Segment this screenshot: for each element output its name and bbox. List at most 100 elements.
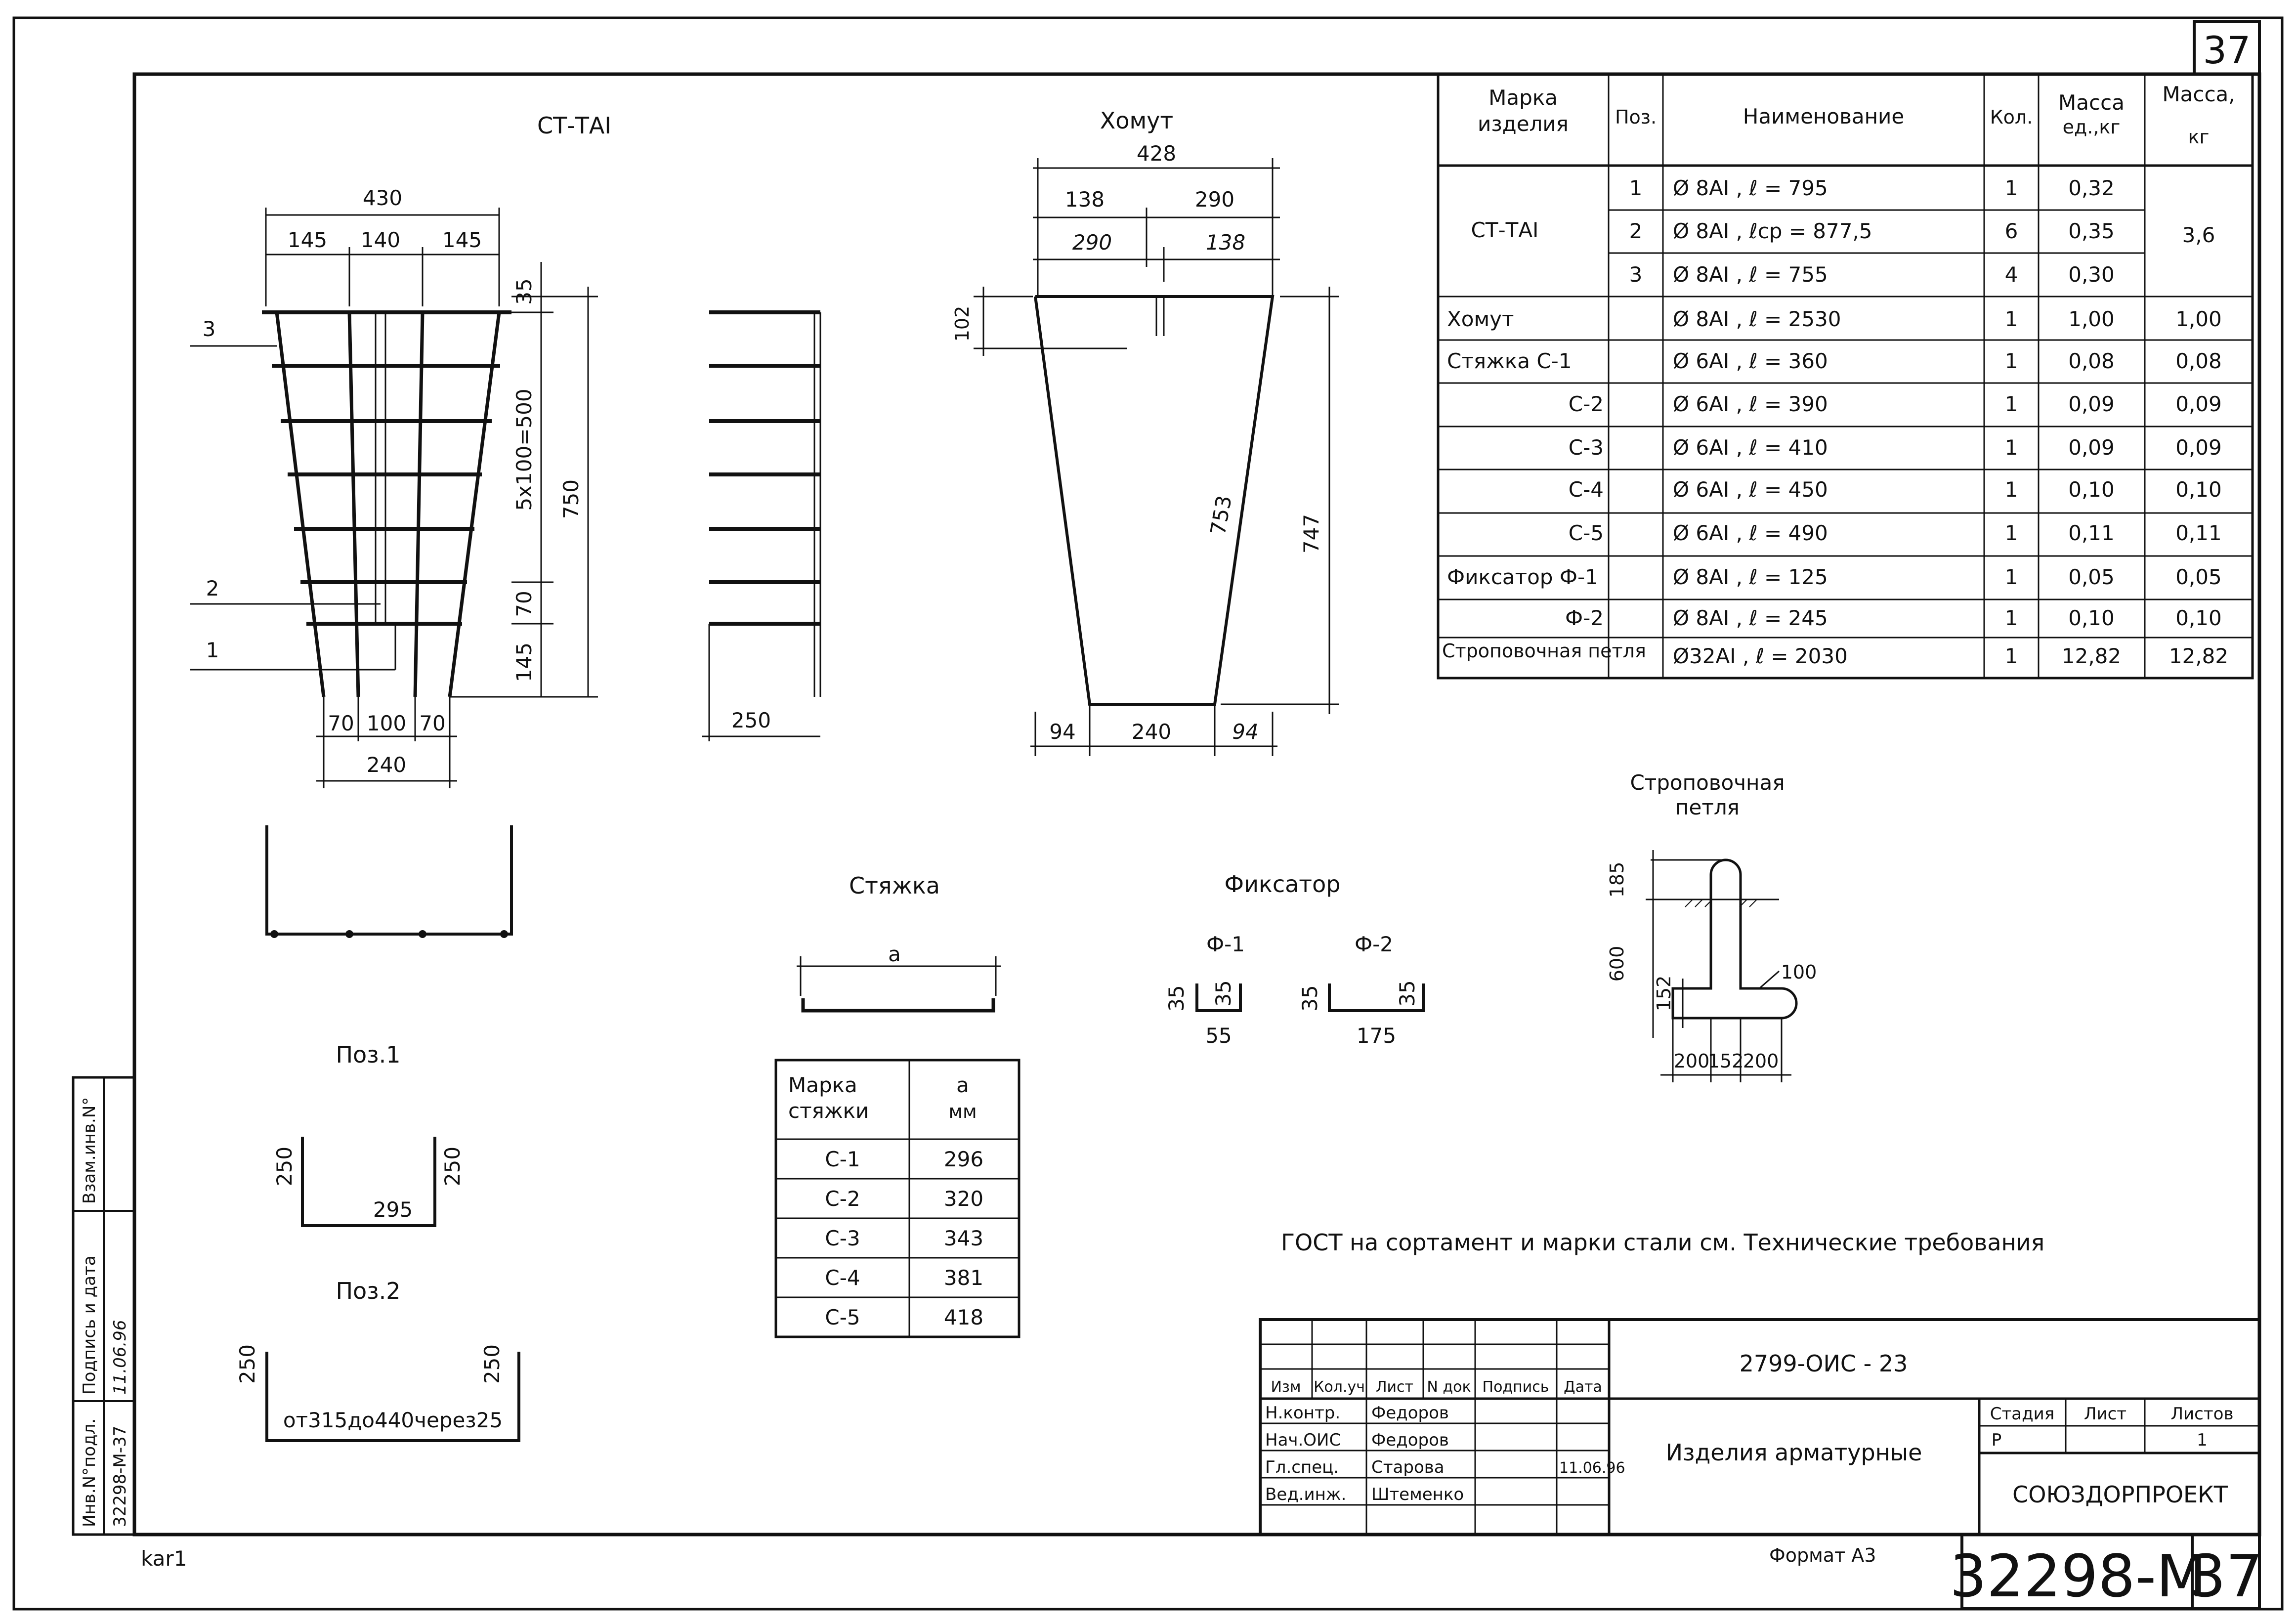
petlya-d200a: 200: [1674, 1050, 1710, 1072]
row-name: Ø 8АI , ℓср = 877,5: [1673, 219, 1872, 243]
f2-w: 175: [1357, 1024, 1396, 1048]
tb-name: Штеменко: [1371, 1485, 1464, 1504]
row-name: Ø 6АI , ℓ = 390: [1673, 392, 1828, 416]
row-mass-unit: 0,09: [2068, 435, 2115, 460]
side-dim-250: 250: [731, 708, 771, 732]
ct-dim-145b: 145: [442, 228, 482, 252]
row-name: Ø 8АI , ℓ = 125: [1673, 565, 1828, 589]
petlya-d200b: 200: [1743, 1050, 1779, 1072]
tb-header-col: Лист: [1376, 1378, 1413, 1396]
th-pos: Поз.: [1615, 106, 1657, 128]
tb-header-col: N док: [1427, 1378, 1471, 1396]
side-stamp: Инв.N°подл. 32298-М-37 Подпись и дата 11…: [72, 1076, 136, 1536]
row-pos: 3: [1629, 262, 1643, 287]
ct-callout-2: 2: [206, 576, 219, 600]
tb-role: Вед.инж.: [1265, 1485, 1346, 1504]
row-mass-unit: 0,11: [2068, 521, 2115, 545]
tb-sheet-label: Лист: [2084, 1404, 2126, 1424]
row-mark: Ф-2: [1565, 606, 1604, 630]
ct-dim-b240: 240: [367, 753, 406, 777]
tb-stage-label: Стадия: [1990, 1404, 2054, 1424]
petlya-d152v: 152: [1653, 976, 1675, 1012]
f2-h2: 35: [1395, 980, 1419, 1006]
row-mass-unit: 0,30: [2068, 262, 2115, 287]
tb-role: Гл.спец.: [1265, 1457, 1339, 1477]
poz1-left: 250: [272, 1147, 297, 1186]
row-mark: С-3: [1569, 435, 1604, 460]
row-mark: Фиксатор Ф-1: [1447, 565, 1598, 589]
tb-name: Федоров: [1371, 1403, 1449, 1423]
row-qty: 1: [2005, 176, 2018, 200]
row-mark: Строповочная петля: [1442, 640, 1646, 662]
f2-label: Ф-2: [1355, 932, 1393, 956]
fiksator-drawing: Фиксатор Ф-1 Ф-2 35 35 55 35 35 175: [1164, 871, 1425, 1048]
row-qty: 1: [2005, 477, 2018, 502]
khomut-dim-138b: 138: [1206, 230, 1245, 255]
f1-w: 55: [1205, 1024, 1232, 1048]
side-sign-label: Подпись и дата: [80, 1255, 99, 1395]
khomut-dim-753: 753: [1206, 494, 1236, 537]
row-mark: Стяжка С-1: [1447, 349, 1572, 373]
side-vzam-label: Взам.инв.N°: [80, 1097, 99, 1204]
st-th-mark-2: стяжки: [788, 1099, 869, 1123]
tb-header-col: Кол.уч: [1314, 1378, 1365, 1396]
row-mass: 0,11: [2175, 521, 2222, 545]
row-qty: 1: [2005, 644, 2018, 668]
row-qty: 1: [2005, 521, 2018, 545]
row-mass-unit: 0,32: [2068, 176, 2115, 200]
th-mu-1: Масса: [2058, 90, 2125, 115]
st-th-a-2: мм: [948, 1101, 977, 1122]
st-row-mark: С-3: [825, 1226, 860, 1250]
th-name: Наименование: [1743, 104, 1904, 128]
petlya-d100: 100: [1781, 961, 1817, 983]
khomut-dim-240: 240: [1132, 720, 1171, 744]
khomut-dim-102: 102: [951, 306, 973, 342]
f1-label: Ф-1: [1206, 932, 1245, 956]
ct-side-view: 250: [702, 310, 821, 741]
styazhka-dim-a: a: [888, 942, 901, 966]
side-inv-label: Инв.N°подл.: [80, 1418, 99, 1527]
tb-role: Н.контр.: [1265, 1403, 1340, 1423]
st-row-mark: С-4: [825, 1266, 860, 1290]
th-mark-2: изделия: [1478, 112, 1569, 136]
khomut-dim-94b: 94: [1232, 720, 1258, 744]
row-mass-unit: 0,10: [2068, 477, 2115, 502]
poz2-title: Поз.2: [336, 1278, 400, 1304]
page-number-top: 37: [2203, 28, 2251, 72]
row-mass: 12,82: [2169, 644, 2228, 668]
f1-h1: 35: [1164, 985, 1189, 1011]
st-row-a: 343: [944, 1226, 983, 1250]
row-mark: С-2: [1569, 392, 1604, 416]
row-qty: 1: [2005, 606, 2018, 630]
row-mass-unit: 12,82: [2062, 644, 2121, 668]
row-name: Ø 6АI , ℓ = 410: [1673, 435, 1828, 460]
ct-title: СТ-ТАI: [537, 112, 611, 139]
row-mass-unit: 0,35: [2068, 219, 2115, 243]
ct-dim-70: 70: [512, 591, 536, 617]
row-mass: 0,10: [2175, 606, 2222, 630]
row-pos: 1: [1629, 176, 1643, 200]
st-row-mark: С-1: [825, 1147, 860, 1171]
doc-number-box: 32298-М 37: [1950, 1533, 2263, 1610]
tb-role: Нач.ОИС: [1265, 1430, 1341, 1450]
st-th-mark-1: Марка: [788, 1073, 857, 1097]
row-mass-unit: 0,05: [2068, 565, 2115, 589]
row-mass: 0,05: [2175, 565, 2222, 589]
th-qty: Кол.: [1990, 106, 2033, 128]
khomut-dim-290b: 290: [1072, 230, 1112, 255]
petlya-title-2: петля: [1675, 795, 1740, 819]
st-row-mark: С-5: [825, 1305, 860, 1329]
st-row-a: 296: [944, 1147, 983, 1171]
row-mass-unit: 0,10: [2068, 606, 2115, 630]
gost-note: ГОСТ на сортамент и марки стали см. Техн…: [1281, 1229, 2044, 1256]
petlya-title-1: Строповочная: [1630, 770, 1785, 795]
tb-sheets-label: Листов: [2170, 1404, 2233, 1424]
ct-dim-140: 140: [361, 228, 400, 252]
tb-date: 11.06.96: [1559, 1459, 1625, 1477]
petlya-d600: 600: [1606, 946, 1628, 982]
tb-org: СОЮЗДОРПРОЕКТ: [2012, 1481, 2228, 1508]
ct-dim-b70a: 70: [328, 711, 354, 735]
tb-name: Старова: [1371, 1457, 1445, 1477]
